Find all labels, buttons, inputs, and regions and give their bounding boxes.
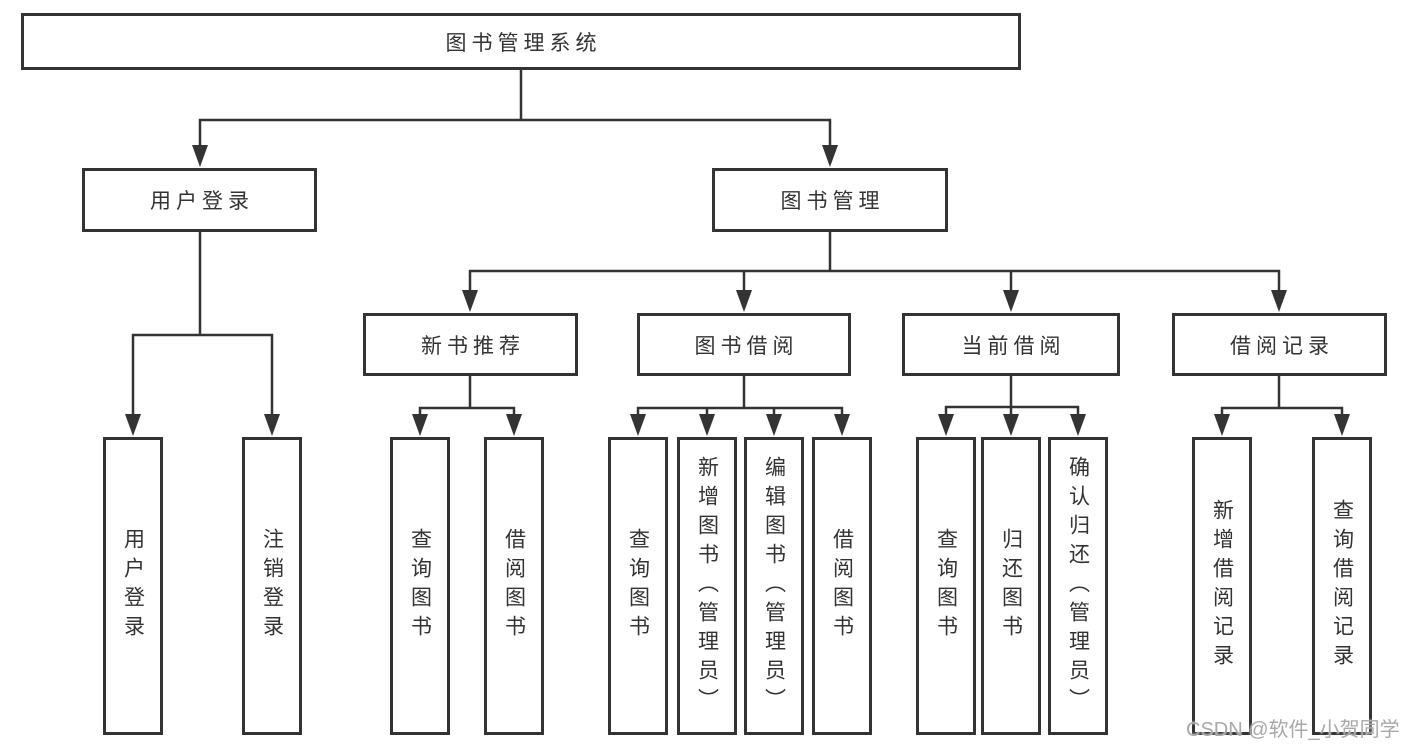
- node-library-management-system: 图书管理系统: [21, 13, 1021, 70]
- leaf-label: 归还图书: [999, 528, 1023, 644]
- node-borrowing-records: 借阅记录: [1172, 313, 1387, 376]
- arrowheads-user-login-leaves: [125, 414, 280, 436]
- leaf-edit-book-admin: 编辑图书（管理员）: [744, 437, 804, 735]
- node-new-book-recommend: 新书推荐: [363, 313, 578, 376]
- arrowhead-leaf-query-borrow-record: [1334, 414, 1350, 436]
- node-user-login: 用户登录: [82, 168, 317, 232]
- leaf-label: 借阅图书: [830, 528, 854, 644]
- node-label: 新书推荐: [421, 334, 525, 358]
- arrowheads-current-borrowing-leaves: [938, 414, 1086, 436]
- node-label: 图书管理系统: [445, 31, 602, 55]
- arrowhead-borrowing-records: [1271, 290, 1287, 312]
- arrowheads-new-book-leaves: [412, 414, 522, 436]
- arrowhead-leaf-add-borrow-record: [1214, 414, 1230, 436]
- node-label: 当前借阅: [961, 334, 1066, 358]
- node-book-borrowing: 图书借阅: [637, 313, 851, 376]
- leaf-query-books-2: 查询图书: [608, 437, 668, 735]
- arrowhead-leaf-add-book: [699, 414, 715, 436]
- connector-borrowing-records-to-leaves: [1220, 374, 1344, 418]
- leaf-query-books-3: 查询图书: [916, 437, 976, 735]
- arrowhead-current-borrowing: [1003, 290, 1019, 312]
- leaf-logout: 注销登录: [242, 437, 302, 735]
- arrowhead-leaf-borrow-books-1: [506, 414, 522, 436]
- leaf-label: 查询借阅记录: [1330, 499, 1354, 673]
- arrowhead-leaf-logout: [264, 414, 280, 436]
- leaf-borrow-books-1: 借阅图书: [484, 437, 544, 735]
- arrowhead-user-login: [192, 145, 208, 167]
- connector-current-borrowing-to-leaves: [944, 374, 1080, 418]
- leaf-user-login: 用户登录: [103, 437, 163, 735]
- node-label: 借阅记录: [1230, 334, 1334, 358]
- arrowhead-leaf-user-login: [125, 414, 141, 436]
- watermark-text: CSDN @软件_小贺同学: [1186, 719, 1400, 741]
- leaf-query-books-1: 查询图书: [390, 437, 450, 735]
- arrowheads-book-borrowing-leaves: [630, 414, 850, 436]
- arrowhead-leaf-confirm-return: [1070, 414, 1086, 436]
- node-label: 图书借阅: [694, 334, 799, 358]
- leaf-add-book-admin: 新增图书（管理员）: [677, 437, 737, 735]
- leaf-label: 用户登录: [121, 528, 145, 644]
- arrowhead-leaf-borrow-books-2: [834, 414, 850, 436]
- connector-book-management-to-level3: [468, 230, 1281, 294]
- connector-new-book-to-leaves: [418, 374, 516, 418]
- arrowhead-leaf-query-books-2: [630, 414, 646, 436]
- leaf-label: 注销登录: [260, 528, 284, 644]
- arrowhead-book-management: [822, 145, 838, 167]
- leaf-confirm-return-admin: 确认归还（管理员）: [1048, 437, 1108, 735]
- arrowhead-book-borrowing: [736, 290, 752, 312]
- leaf-label: 查询图书: [934, 528, 958, 644]
- arrowhead-leaf-return-book: [1003, 414, 1019, 436]
- leaf-label: 确认归还（管理员）: [1066, 455, 1090, 717]
- connector-book-borrowing-to-leaves: [636, 374, 844, 418]
- connector-root-to-level2: [198, 68, 832, 149]
- arrowheads-level3: [462, 290, 1287, 312]
- node-label: 用户登录: [150, 190, 254, 213]
- node-label: 图书管理: [780, 190, 885, 213]
- leaf-add-borrow-record: 新增借阅记录: [1192, 437, 1252, 735]
- leaf-return-book: 归还图书: [981, 437, 1041, 735]
- connector-user-login-to-leaves: [131, 230, 274, 418]
- leaf-label: 借阅图书: [502, 528, 526, 644]
- leaf-borrow-books-2: 借阅图书: [812, 437, 872, 735]
- leaf-label: 查询图书: [408, 528, 432, 644]
- leaf-query-borrow-record: 查询借阅记录: [1312, 437, 1372, 735]
- arrowhead-leaf-edit-book: [766, 414, 782, 436]
- leaf-label: 编辑图书（管理员）: [762, 455, 786, 717]
- arrowheads-level2: [192, 145, 838, 167]
- node-book-management: 图书管理: [712, 168, 948, 232]
- leaf-label: 新增借阅记录: [1210, 499, 1234, 673]
- arrowhead-new-book-recommend: [462, 290, 478, 312]
- node-current-borrowing: 当前借阅: [902, 313, 1120, 376]
- leaf-label: 查询图书: [626, 528, 650, 644]
- arrowhead-leaf-query-books-1: [412, 414, 428, 436]
- arrowhead-leaf-query-books-3: [938, 414, 954, 436]
- leaf-label: 新增图书（管理员）: [695, 455, 719, 717]
- arrowheads-borrowing-records-leaves: [1214, 414, 1350, 436]
